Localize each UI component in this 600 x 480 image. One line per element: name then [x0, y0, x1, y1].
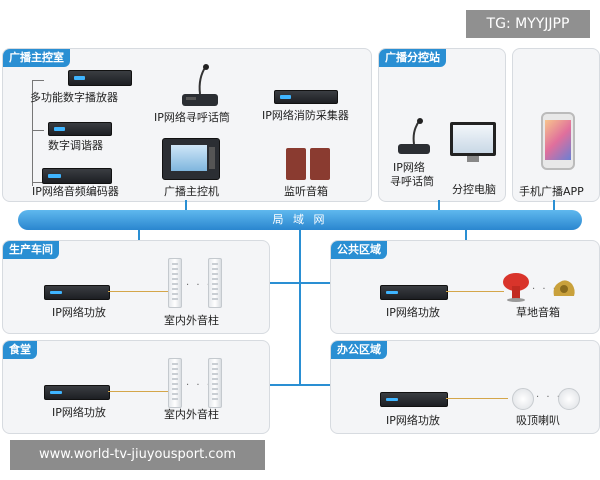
- panel-title: 广播主控室: [3, 49, 70, 67]
- tree-branch: [32, 130, 44, 131]
- lawn-speaker-rock-icon: [553, 280, 575, 296]
- paging-mic-icon: [182, 64, 218, 106]
- paging-mic-icon: [398, 118, 430, 154]
- connector: [438, 200, 440, 210]
- paging-mic-label: IP网络寻呼话筒: [154, 111, 230, 124]
- ceiling-speaker-left: [512, 388, 534, 410]
- sub-paging-mic-label-1: IP网络: [393, 161, 425, 174]
- mobile-app-label: 手机广播APP: [519, 185, 584, 198]
- ellipsis: · · ·: [186, 280, 212, 291]
- audio-wire: [446, 291, 504, 292]
- panel-title: 办公区域: [331, 341, 387, 359]
- connector: [138, 230, 140, 240]
- audio-wire: [108, 291, 168, 292]
- ellipsis: · · ·: [186, 380, 212, 391]
- audio-wire: [108, 391, 168, 392]
- main-control-screen: [171, 145, 207, 171]
- amp-label: IP网络功放: [52, 306, 106, 319]
- amp-device: [44, 285, 110, 300]
- tuner-label: 数字调谐器: [48, 139, 103, 152]
- connector: [268, 282, 330, 284]
- amp-device: [44, 385, 110, 400]
- fire-collector-label: IP网络消防采集器: [262, 109, 349, 122]
- panel-title: 生产车间: [3, 241, 59, 259]
- lawn-speaker-mushroom-icon: [503, 273, 529, 302]
- amp-label: IP网络功放: [386, 414, 440, 427]
- multi-player-label: 多功能数字播放器: [30, 91, 118, 104]
- main-control-panel: [209, 147, 215, 169]
- encoder-label: IP网络音频编码器: [32, 185, 119, 198]
- multi-player-device: [68, 70, 132, 86]
- connector: [553, 200, 555, 210]
- main-control-label: 广播主控机: [164, 185, 219, 198]
- amp-device: [380, 392, 448, 407]
- sub-pc-stand: [467, 156, 479, 162]
- tree-branch: [32, 182, 44, 183]
- column-speaker-right: [208, 358, 222, 408]
- speaker-label: 吸顶喇叭: [516, 414, 560, 427]
- connector: [185, 200, 187, 210]
- sub-pc-screen: [453, 125, 493, 153]
- panel-title: 公共区域: [331, 241, 387, 259]
- monitor-speaker-label: 监听音箱: [284, 185, 328, 198]
- ellipsis: · · ·: [536, 392, 562, 403]
- connector: [268, 384, 330, 386]
- monitor-speaker-left: [286, 148, 306, 180]
- amp-label: IP网络功放: [52, 406, 106, 419]
- panel-title: 广播分控站: [379, 49, 446, 67]
- column-speaker-left: [168, 358, 182, 408]
- lan-label: 局 域 网: [272, 213, 328, 226]
- monitor-speaker-right: [310, 148, 330, 180]
- panel-workshop: 生产车间: [2, 240, 270, 334]
- watermark-tag: TG: MYYJJPP: [466, 10, 590, 38]
- ellipsis: · · ·: [532, 284, 558, 295]
- trunk-line: [299, 230, 301, 386]
- connector: [465, 230, 467, 240]
- encoder-device: [42, 168, 112, 184]
- sub-paging-mic-label-2: 寻呼话筒: [390, 175, 434, 188]
- phone-icon: [541, 112, 575, 170]
- panel-canteen: 食堂: [2, 340, 270, 434]
- amp-label: IP网络功放: [386, 306, 440, 319]
- ceiling-speaker-right: [558, 388, 580, 410]
- audio-wire: [446, 398, 508, 399]
- sub-pc-label: 分控电脑: [452, 183, 496, 196]
- main-control-device: [162, 138, 220, 180]
- amp-device: [380, 285, 448, 300]
- column-speaker-left: [168, 258, 182, 308]
- panel-title: 食堂: [3, 341, 37, 359]
- panel-office-area: 办公区域: [330, 340, 600, 434]
- speaker-label: 草地音箱: [516, 306, 560, 319]
- speaker-label: 室内外音柱: [164, 314, 219, 327]
- speaker-label: 室内外音柱: [164, 408, 219, 421]
- tree-branch: [32, 80, 44, 81]
- tree-connector: [32, 80, 33, 186]
- column-speaker-right: [208, 258, 222, 308]
- fire-collector-device: [274, 90, 338, 104]
- sub-pc-monitor: [450, 122, 496, 156]
- tuner-device: [48, 122, 112, 136]
- lan-bar: 局 域 网: [18, 210, 582, 230]
- watermark-url: www.world-tv-jiuyousport.com: [10, 440, 265, 470]
- phone-screen: [545, 120, 571, 160]
